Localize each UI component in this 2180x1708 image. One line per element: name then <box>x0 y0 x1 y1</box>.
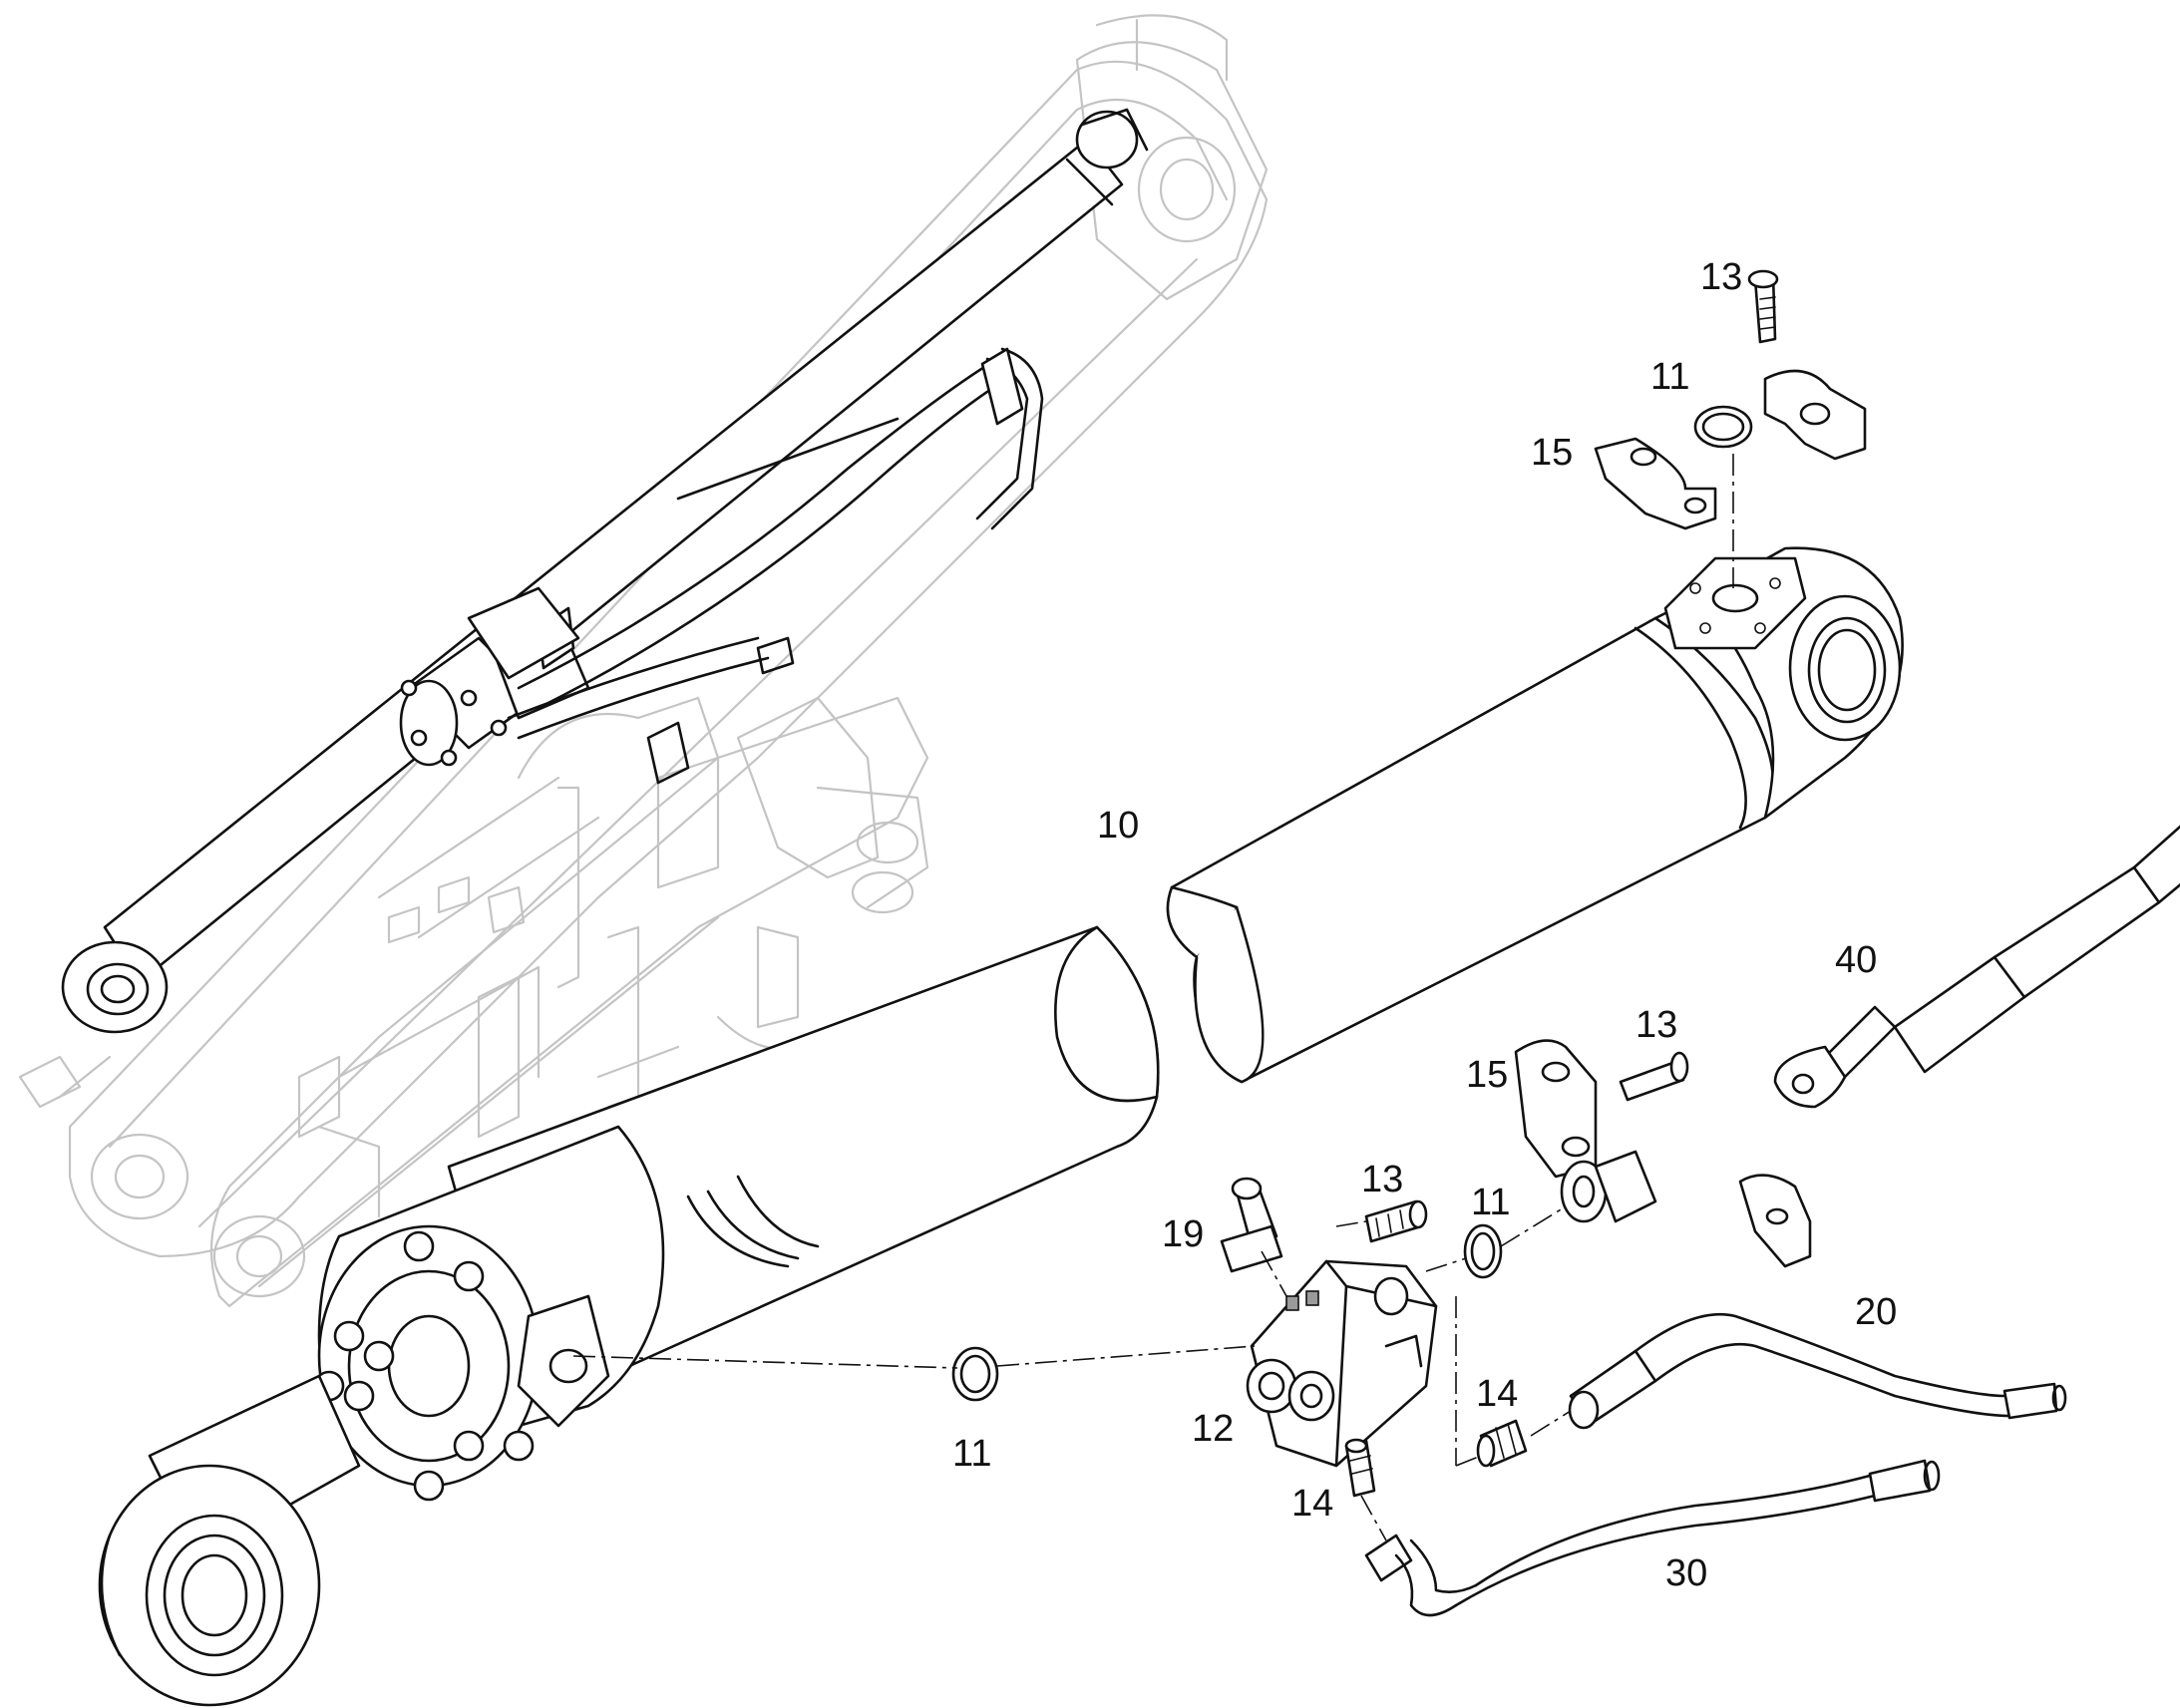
callout-11-top: 11 <box>1650 356 1689 398</box>
middle-flange-parts <box>1514 1039 1812 1268</box>
oring-part-11-mid <box>1463 1223 1503 1279</box>
callout-30: 30 <box>1665 1552 1707 1594</box>
callout-13-mid: 13 <box>1635 1004 1677 1046</box>
bolt-part-13-lower <box>1364 1199 1428 1243</box>
callout-19: 19 <box>1162 1213 1204 1255</box>
valve-block-part-12 <box>1246 1259 1438 1468</box>
callout-12: 12 <box>1192 1408 1234 1450</box>
fitting-part-14-right <box>1476 1419 1528 1468</box>
callout-15-mid: 15 <box>1466 1054 1508 1096</box>
hose-part-30 <box>1364 1459 1941 1617</box>
hose-part-40 <box>1773 825 2180 1109</box>
fitting-part-19 <box>1220 1177 1283 1273</box>
fitting-part-14-left <box>1344 1438 1376 1498</box>
callout-13-low: 13 <box>1361 1159 1403 1200</box>
callout-40: 40 <box>1835 939 1877 981</box>
installed-boom-cylinder <box>61 108 1149 1034</box>
ghosted-boom-assembly <box>18 14 1269 1308</box>
callout-10: 10 <box>1097 805 1139 847</box>
hose-part-20 <box>1568 1312 2067 1430</box>
callout-15-top: 15 <box>1531 432 1573 474</box>
flange-adapter <box>1560 1150 1657 1223</box>
top-flange-parts <box>1594 269 1867 588</box>
oring-part-11-low <box>951 1346 999 1402</box>
callout-11-low: 11 <box>952 1433 991 1475</box>
main-cylinder-part-10 <box>98 546 1904 1707</box>
assembly-centerlines <box>572 1205 1572 1541</box>
callout-14-right: 14 <box>1476 1373 1518 1415</box>
callout-labels: 10 13 11 15 40 13 15 13 11 19 20 14 12 1… <box>952 256 1897 1594</box>
callout-11-mid: 11 <box>1471 1182 1510 1223</box>
callout-13-top: 13 <box>1700 256 1742 298</box>
callout-20: 20 <box>1855 1291 1897 1333</box>
callout-14-left: 14 <box>1291 1483 1333 1525</box>
